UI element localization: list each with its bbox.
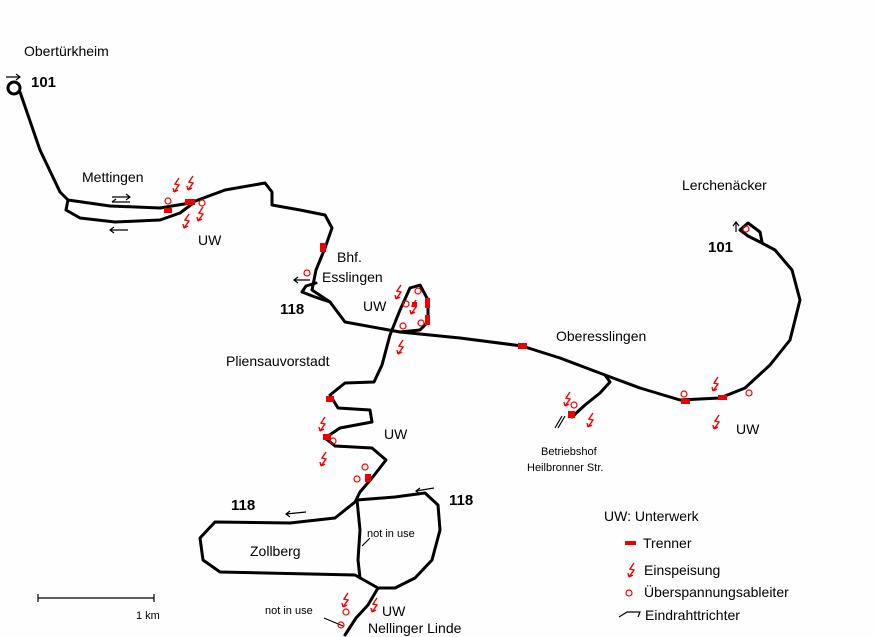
ueberspannungsableiter-icon bbox=[625, 589, 633, 597]
line-label-118-east: 118 bbox=[449, 492, 473, 509]
uw-label: UW bbox=[384, 426, 408, 442]
arrow-left-icon bbox=[293, 276, 310, 284]
uw-label: UW bbox=[736, 421, 760, 437]
line-101-track bbox=[18, 90, 802, 402]
pointer-line bbox=[361, 537, 371, 547]
scale-bar: 1 km bbox=[37, 594, 160, 622]
uw-label: UW bbox=[363, 298, 387, 314]
arrow-left-icon bbox=[285, 510, 307, 518]
scale-label: 1 km bbox=[136, 610, 160, 622]
place-lerchenaecker: Lerchenäcker bbox=[682, 177, 767, 193]
place-pliensauvorstadt: Pliensauvorstadt bbox=[226, 353, 330, 369]
arrow-right-icon bbox=[6, 73, 21, 81]
uw-label: UW bbox=[198, 232, 222, 248]
not-in-use-track bbox=[355, 498, 362, 580]
place-mettingen: Mettingen bbox=[82, 169, 143, 185]
place-oberesslingen: Oberesslingen bbox=[556, 328, 646, 344]
direction-arrows bbox=[6, 73, 740, 627]
mettingen-loop bbox=[64, 198, 194, 224]
line-label-101-east: 101 bbox=[708, 239, 733, 256]
trenner-icon bbox=[625, 541, 636, 545]
place-bhf: Bhf. bbox=[337, 249, 362, 265]
line-label-118-west: 118 bbox=[231, 497, 255, 514]
not-in-use-note: not in use bbox=[265, 605, 313, 617]
place-esslingen: Esslingen bbox=[322, 269, 383, 285]
place-betriebshof: Betriebshof bbox=[541, 446, 598, 458]
legend-uw: UW: Unterwerk bbox=[604, 508, 700, 524]
eindrahttrichter-icon bbox=[618, 611, 641, 618]
arrow-up-icon bbox=[732, 221, 740, 232]
tracks bbox=[6, 80, 802, 637]
uw-label: UW bbox=[382, 603, 406, 619]
place-heilbronner-str: Heilbronner Str. bbox=[527, 462, 603, 474]
obertuerkheim-loop bbox=[6, 80, 22, 96]
betriebshof-branch bbox=[570, 373, 612, 419]
einspeisung-icon bbox=[627, 562, 635, 578]
place-obertuerkheim: Obertürkheim bbox=[24, 43, 109, 59]
arrow-left-icon bbox=[415, 487, 435, 495]
eindrahttrichter-icon bbox=[554, 415, 566, 429]
double-arrow-icon bbox=[111, 193, 131, 203]
pointer-line bbox=[323, 617, 344, 627]
legend-eindrahttrichter: Eindrahttrichter bbox=[645, 607, 740, 623]
arrow-left-icon bbox=[109, 226, 128, 234]
bhf-esslingen-loop bbox=[300, 281, 332, 304]
legend-einspeisung: Einspeisung bbox=[644, 562, 720, 578]
place-nellinger-linde: Nellinger Linde bbox=[368, 620, 462, 636]
line-label-101-west: 101 bbox=[31, 74, 56, 91]
line-118-track bbox=[198, 283, 430, 637]
line-118-east-loop bbox=[355, 491, 442, 590]
trenner-markers bbox=[164, 199, 727, 482]
not-in-use-note: not in use bbox=[367, 528, 415, 540]
line-label-118-bhf: 118 bbox=[280, 301, 304, 318]
legend: UW: Unterwerk Trenner Einspeisung Übersp… bbox=[604, 508, 789, 623]
legend-ueberspannungsableiter: Überspannungsableiter bbox=[644, 583, 789, 600]
legend-trenner: Trenner bbox=[643, 535, 692, 551]
place-zollberg: Zollberg bbox=[250, 543, 301, 559]
ueberspannungsableiter-markers bbox=[164, 197, 753, 629]
